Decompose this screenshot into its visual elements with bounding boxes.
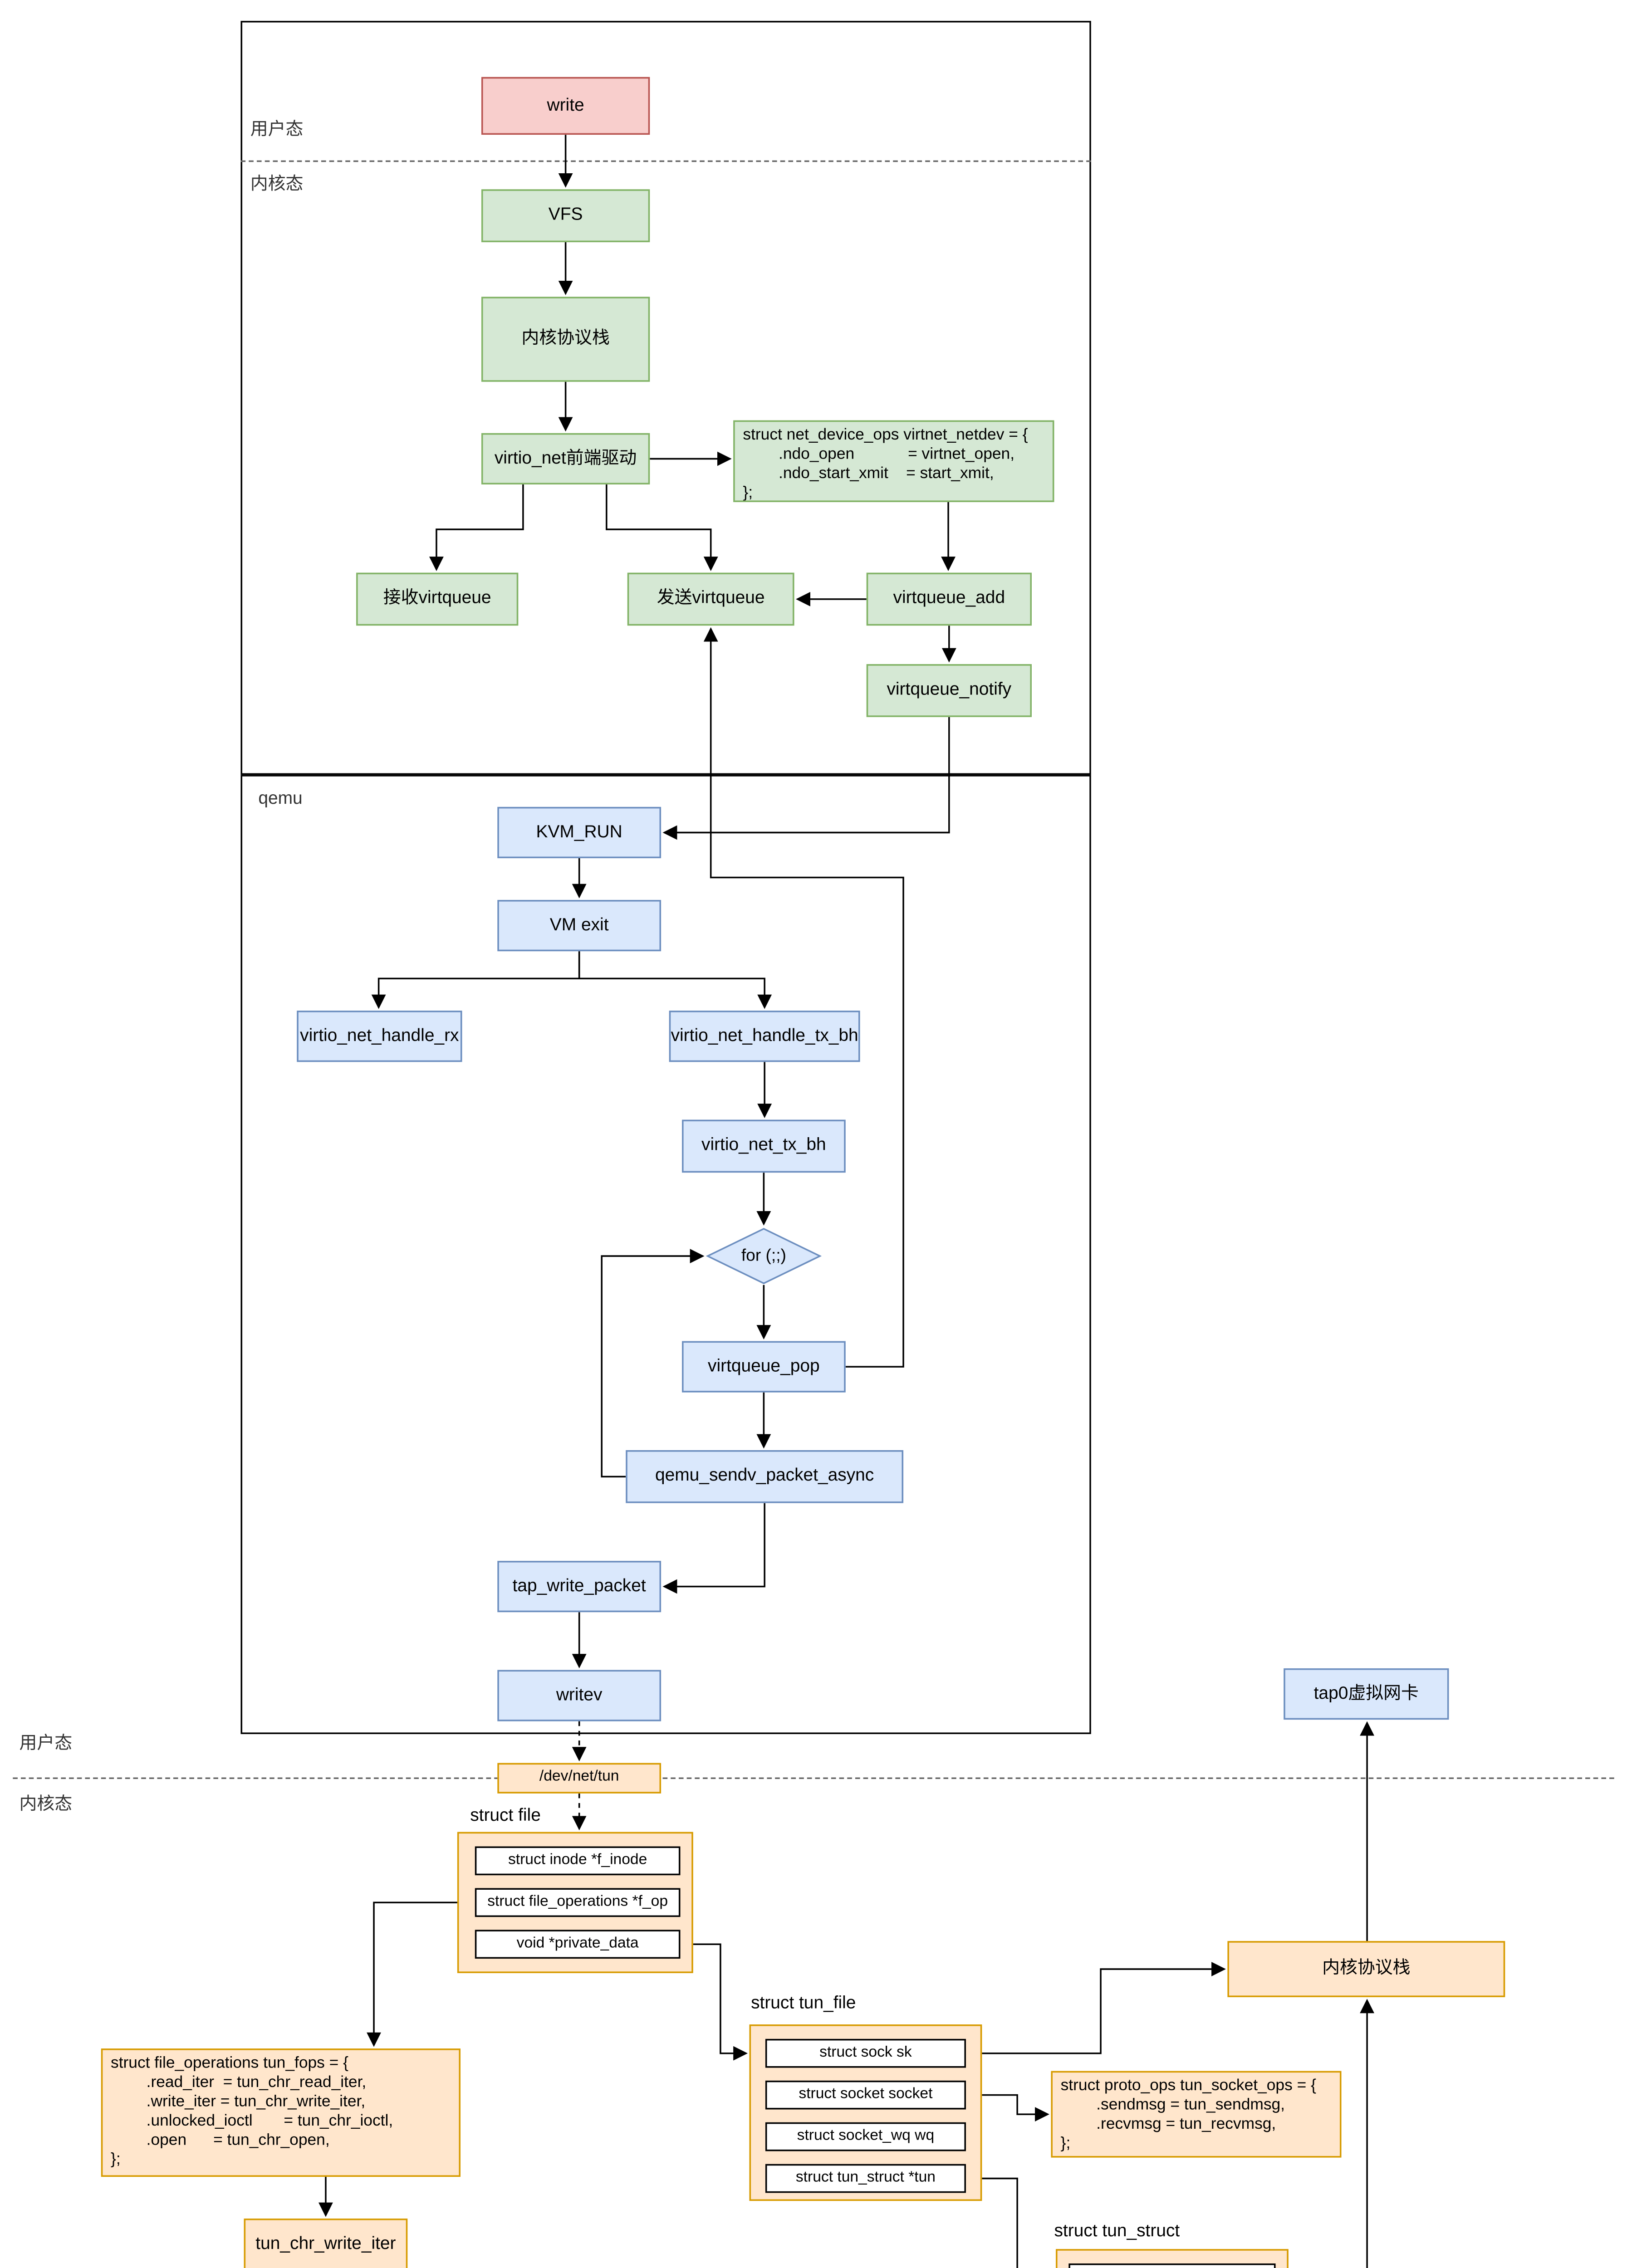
field-socket-socket: struct socket socket xyxy=(765,2080,966,2110)
node-for-loop-label: for (;;) xyxy=(741,1246,786,1266)
node-host-kernel-stack: 内核协议栈 xyxy=(1227,1941,1505,1997)
node-virtio-net-driver: virtio_net前端驱动 xyxy=(481,433,650,485)
guest-user-kernel-divider xyxy=(240,160,1091,162)
guest-region-frame xyxy=(240,20,1091,775)
field-f-inode: struct inode *f_inode xyxy=(475,1846,681,1876)
host-kernel-label: 内核态 xyxy=(19,1795,73,1814)
guest-kernel-label: 内核态 xyxy=(250,175,304,194)
node-virtio-net-tx-bh: virtio_net_tx_bh xyxy=(682,1119,846,1173)
node-for-loop: for (;;) xyxy=(706,1227,822,1285)
edge-fop-tunfops xyxy=(367,1901,457,2047)
node-guest-kernel-stack: 内核协议栈 xyxy=(481,297,650,382)
node-writev: writev xyxy=(497,1670,662,1721)
node-kvm-run: KVM_RUN xyxy=(497,807,662,859)
qemu-region-label: qemu xyxy=(258,789,303,809)
field-socket-wq: struct socket_wq wq xyxy=(765,2122,966,2151)
node-write: write xyxy=(481,77,650,135)
host-user-label: 用户态 xyxy=(19,1734,73,1754)
node-net-device-ops-code: struct net_device_ops virtnet_netdev = {… xyxy=(733,420,1054,502)
field-f-op: struct file_operations *f_op xyxy=(475,1888,681,1917)
field-tun-struct-ptr: struct tun_struct *tun xyxy=(765,2164,966,2193)
node-vfs: VFS xyxy=(481,189,650,243)
edge-tunptr-tunstruct xyxy=(982,2177,1018,2268)
edge-privatedata-tunfile xyxy=(693,1943,748,2061)
node-tun-fops-code: struct file_operations tun_fops = { .rea… xyxy=(101,2048,461,2177)
field-sock-sk: struct sock sk xyxy=(765,2038,966,2068)
guest-user-label: 用户态 xyxy=(250,120,304,140)
node-virtqueue-add: virtqueue_add xyxy=(866,572,1032,626)
node-tap-write-packet: tap_write_packet xyxy=(497,1561,662,1613)
host-user-kernel-divider xyxy=(13,1777,1614,1779)
node-dev-net-tun: /dev/net/tun xyxy=(497,1763,662,1794)
struct-file-title: struct file xyxy=(470,1806,541,1826)
field-private-data: void *private_data xyxy=(475,1930,681,1959)
node-vm-exit: VM exit xyxy=(497,899,662,952)
edge-socksk-hoststack xyxy=(982,1962,1226,2054)
node-tun-chr-write-iter: tun_chr_write_iter xyxy=(244,2218,408,2268)
node-tx-virtqueue: 发送virtqueue xyxy=(627,572,794,626)
node-qemu-sendv-packet-async: qemu_sendv_packet_async xyxy=(626,1450,904,1503)
node-rx-virtqueue: 接收virtqueue xyxy=(356,572,519,626)
node-virtqueue-pop: virtqueue_pop xyxy=(682,1341,846,1393)
struct-tun-file-title: struct tun_file xyxy=(751,1994,856,2014)
node-virtio-net-handle-tx-bh: virtio_net_handle_tx_bh xyxy=(669,1010,860,1062)
node-virtio-net-handle-rx: virtio_net_handle_rx xyxy=(297,1010,462,1062)
for-loop-diamond-shape xyxy=(706,1227,822,1285)
struct-tun-struct-title: struct tun_struct xyxy=(1054,2222,1180,2241)
node-tun-socket-ops-code: struct proto_ops tun_socket_ops = { .sen… xyxy=(1051,2071,1342,2158)
field-net-device-dev: struct net_device *dev xyxy=(1068,2263,1276,2268)
qemu-region-frame xyxy=(240,775,1091,1734)
node-virtqueue-notify: virtqueue_notify xyxy=(866,664,1032,717)
node-tap0: tap0虚拟网卡 xyxy=(1284,1668,1449,1720)
edge-socket-tunsocketops xyxy=(982,2094,1049,2122)
